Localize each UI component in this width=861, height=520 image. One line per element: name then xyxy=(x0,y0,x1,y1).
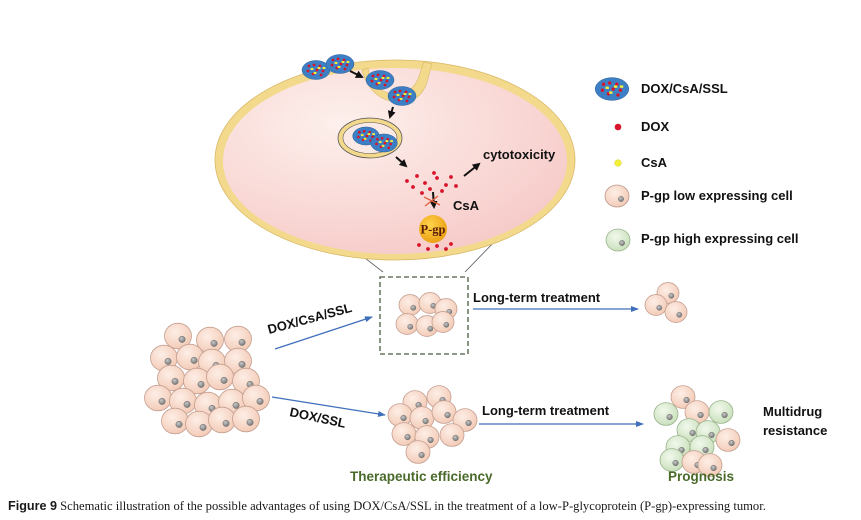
arrow-dox-ssl xyxy=(271,396,386,417)
pgp-low-cell xyxy=(664,301,688,323)
prognosis-label: Prognosis xyxy=(668,469,734,484)
dox-dot xyxy=(440,189,444,193)
pgp-low-cell xyxy=(164,322,192,350)
pgp-low-cell xyxy=(439,423,465,447)
csa-inhibitor-label: CsA xyxy=(453,198,480,213)
uptake-arrow xyxy=(349,70,364,78)
pgp-low-cell xyxy=(670,385,696,409)
long-term-label-bottom: Long-term treatment xyxy=(482,403,610,418)
inhibition-cross-icon xyxy=(423,195,441,207)
internalization-arrow xyxy=(387,106,396,119)
pgp-low-cell xyxy=(161,407,189,435)
legend-label: P-gp low expressing cell xyxy=(641,188,793,203)
legend-item-dox: DOX xyxy=(614,119,670,134)
resistant-cluster xyxy=(653,385,741,477)
treated-cluster-dox xyxy=(387,385,478,464)
liposome-icon xyxy=(325,54,355,74)
pgp-low-cell xyxy=(391,422,417,446)
pgp-low-cell xyxy=(644,294,668,316)
pgp-low-cell xyxy=(224,347,252,375)
pgp-low-cell xyxy=(242,384,270,412)
pgp-low-cell xyxy=(398,294,422,316)
legend-item-low-pgp-cell: P-gp low expressing cell xyxy=(604,184,793,208)
legend-label: DOX xyxy=(641,119,670,134)
treatment-label-dox-csa-ssl: DOX/CsA/SSL xyxy=(266,300,354,337)
cytotoxicity-label: cytotoxicity xyxy=(483,147,556,162)
pgp-low-cell xyxy=(684,400,710,424)
liposome-icon xyxy=(594,77,630,101)
zoom-region-box xyxy=(379,276,469,355)
dox-molecules xyxy=(405,171,458,251)
long-term-cluster-csa xyxy=(644,282,688,323)
dox-dot xyxy=(420,191,424,195)
pgp-low-cell xyxy=(206,363,234,391)
pink-cell-icon xyxy=(604,184,630,208)
long-term-label-top: Long-term treatment xyxy=(473,290,601,305)
dox-dot xyxy=(444,247,448,251)
dox-dot xyxy=(449,175,453,179)
green-cell-icon xyxy=(605,228,631,252)
dox-dot xyxy=(449,242,453,246)
pgp-low-cell xyxy=(405,440,431,464)
pgp-low-cell xyxy=(232,405,260,433)
dox-dot xyxy=(405,179,409,183)
liposome-icon xyxy=(387,86,417,106)
pgp-low-cell xyxy=(387,403,413,427)
dox-dot xyxy=(426,247,430,251)
liposome-icon xyxy=(365,70,395,90)
cell xyxy=(214,59,576,261)
multidrug-resistance-label-line2: resistance xyxy=(763,423,827,438)
liposome-icon xyxy=(370,133,398,153)
pgp-low-cell xyxy=(185,410,213,438)
yellow-dot-icon xyxy=(614,159,622,167)
pgp-high-cell xyxy=(708,400,734,424)
legend-label: P-gp high expressing cell xyxy=(641,231,798,246)
cytotoxicity-arrow xyxy=(463,162,481,177)
pgp-low-cell xyxy=(715,428,741,452)
liposome-icon xyxy=(594,77,630,101)
figure-caption: Figure 9 Schematic illustration of the p… xyxy=(8,499,766,514)
schematic-figure: P-gp cytotoxicity CsA DOX/CsA/SSL DOX Cs… xyxy=(144,54,827,484)
dox-dot xyxy=(454,184,458,188)
legend: DOX/CsA/SSL DOX CsA P-gp low expressing … xyxy=(594,77,798,252)
legend-label: DOX/CsA/SSL xyxy=(641,81,728,96)
multidrug-resistance-label-line1: Multidrug xyxy=(763,404,822,419)
legend-item-liposome: DOX/CsA/SSL xyxy=(594,77,728,101)
therapeutic-efficiency-label: Therapeutic efficiency xyxy=(350,469,493,484)
dox-dot xyxy=(432,171,436,175)
pgp-high-cell xyxy=(653,402,679,426)
dox-dot xyxy=(423,181,427,185)
pgp-low-cell xyxy=(196,326,224,354)
pgp-low-cell xyxy=(431,311,455,333)
dox-dot xyxy=(411,185,415,189)
treated-cluster-csa xyxy=(395,292,458,337)
pgp-low-cell xyxy=(431,400,457,424)
figure-number: Figure 9 xyxy=(8,499,57,513)
legend-item-high-pgp-cell: P-gp high expressing cell xyxy=(605,228,798,252)
pgp-transporter: P-gp xyxy=(419,215,447,243)
dox-dot xyxy=(444,183,448,187)
dox-dot xyxy=(435,176,439,180)
initial-tumor-cluster xyxy=(144,322,270,438)
release-arrow xyxy=(395,156,408,168)
liposomes xyxy=(301,54,417,153)
pgp-high-cell xyxy=(659,448,685,472)
legend-label: CsA xyxy=(641,155,668,170)
red-dot-icon xyxy=(614,123,622,131)
dox-dot xyxy=(428,187,432,191)
dox-dot xyxy=(435,244,439,248)
caption-text: Schematic illustration of the possible a… xyxy=(57,499,766,513)
pgp-low-cell xyxy=(144,384,172,412)
pgp-low-cell xyxy=(697,453,723,477)
pgp-label: P-gp xyxy=(421,223,446,237)
dox-dot xyxy=(415,174,419,178)
pgp-low-cell xyxy=(395,313,419,335)
legend-item-csa: CsA xyxy=(614,155,668,170)
arrow-dox-csa-ssl xyxy=(274,316,373,350)
dox-dot xyxy=(417,243,421,247)
pgp-low-cell xyxy=(208,406,236,434)
cell-cytoplasm xyxy=(223,68,567,254)
